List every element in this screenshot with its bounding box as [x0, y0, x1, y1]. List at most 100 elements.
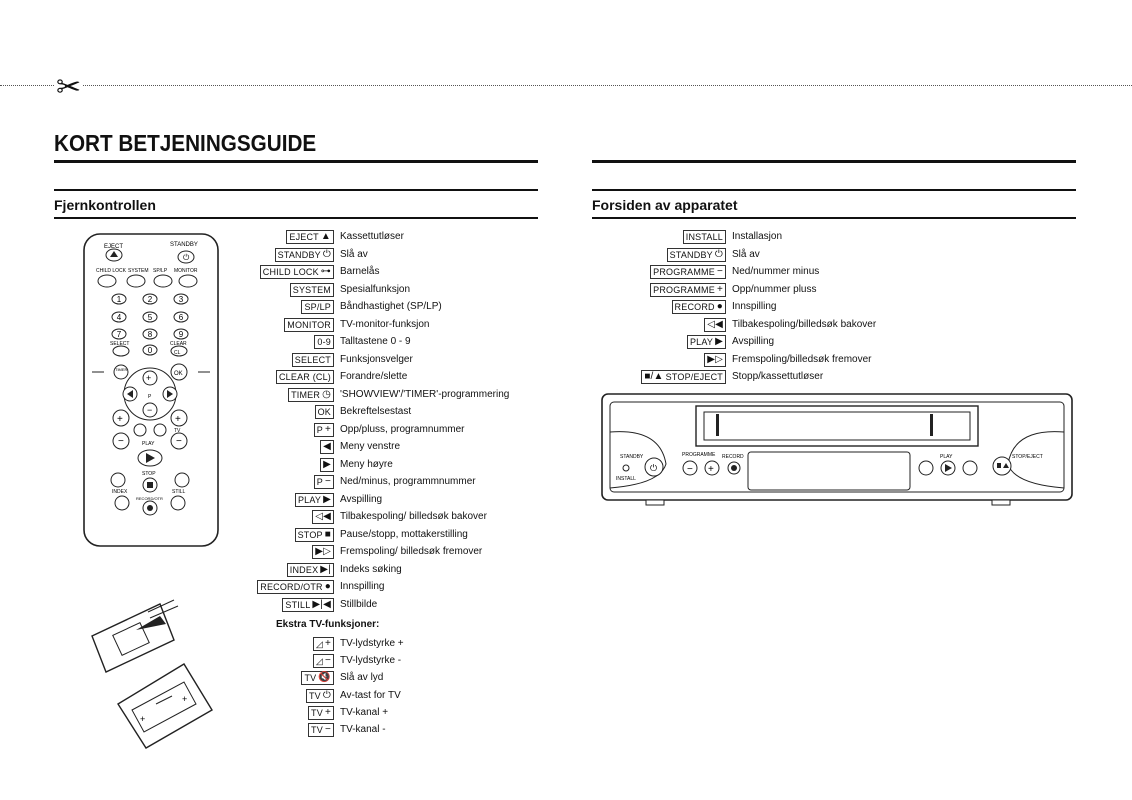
key-label: ▶	[320, 457, 334, 472]
key-label: CLEAR (CL)	[275, 370, 334, 384]
key-label: STILL▶|◀	[282, 597, 334, 612]
key-label: STANDBY⏻	[666, 247, 726, 262]
key-text: STANDBY	[669, 249, 713, 260]
svg-text:CL: CL	[174, 350, 181, 356]
section-title-front: Forsiden av apparatet	[592, 197, 738, 213]
key-text: TV	[311, 707, 323, 718]
svg-text:RECORD: RECORD	[722, 454, 744, 460]
key-symbol-icon: ▶	[715, 336, 723, 347]
section-rule-bottom-left	[54, 217, 538, 219]
svg-text:0: 0	[148, 346, 153, 355]
svg-text:5: 5	[148, 313, 153, 322]
key-label: ◁◀	[704, 317, 726, 332]
key-label: RECORD/OTR●	[257, 580, 334, 594]
svg-text:2: 2	[148, 295, 153, 304]
key-description: Båndhastighet (SP/LP)	[340, 301, 442, 312]
svg-text:+: +	[175, 414, 181, 425]
key-label: INDEX▶|	[286, 562, 334, 577]
svg-text:INDEX: INDEX	[112, 489, 128, 495]
key-symbol-icon: ▶	[323, 458, 331, 470]
key-text: TIMER	[291, 389, 321, 400]
svg-text:STOP/EJECT: STOP/EJECT	[1012, 454, 1043, 460]
svg-text:−: −	[176, 436, 182, 447]
key-description: Ned/nummer minus	[732, 266, 820, 277]
key-symbol-icon: +	[324, 423, 331, 435]
key-symbol-icon: ●	[716, 301, 723, 312]
key-text: SELECT	[294, 354, 331, 365]
key-description: Avspilling	[732, 336, 775, 347]
key-description: Slå av	[732, 248, 760, 260]
key-description: Barnelås	[340, 266, 380, 277]
key-label: ◿+	[312, 637, 334, 651]
key-description: Innspilling	[732, 301, 777, 312]
key-description: Avspilling	[340, 493, 383, 505]
svg-text:−: −	[147, 405, 152, 415]
svg-text:+: +	[182, 694, 187, 704]
svg-text:6: 6	[179, 313, 184, 322]
svg-text:CLEAR: CLEAR	[170, 341, 187, 347]
key-description: Stillbilde	[340, 598, 378, 610]
svg-text:+: +	[117, 414, 123, 425]
section-rule-top-right	[592, 189, 1076, 191]
key-symbol-icon: ◀	[323, 441, 331, 452]
key-label: ▶▷	[312, 545, 334, 559]
key-label: ◿−	[312, 654, 334, 669]
svg-text:1: 1	[117, 295, 122, 304]
key-label: SYSTEM	[289, 282, 334, 297]
key-text: STILL	[285, 599, 311, 610]
key-text: PROGRAMME	[653, 267, 715, 277]
key-symbol-icon: ▶▷	[707, 353, 723, 365]
key-description: Bekreftelsestast	[340, 406, 412, 417]
key-text: RECORD	[674, 302, 715, 312]
svg-text:3: 3	[179, 295, 184, 304]
svg-text:−: −	[687, 464, 693, 475]
key-symbol-icon: ◷	[322, 388, 331, 400]
svg-text:⏻: ⏻	[650, 463, 657, 473]
svg-text:TV: TV	[174, 428, 181, 434]
svg-text:+: +	[146, 373, 151, 383]
key-description: Talltastene 0 - 9	[340, 336, 411, 347]
key-symbol-icon: ◁◀	[315, 511, 331, 522]
key-label: STOP■	[294, 527, 334, 542]
key-label: TV−	[308, 723, 334, 737]
key-label: EJECT▲	[286, 230, 334, 244]
key-symbol-icon: +	[716, 283, 723, 295]
key-description: Fremspoling/ billedsøk fremover	[340, 546, 483, 557]
scissors-icon: ✂	[54, 70, 84, 105]
vcr-front-illustration: STANDBY INSTALL ⏻ PROGRAMME RECORD − + P…	[601, 393, 1073, 506]
key-symbol-icon: ■	[324, 528, 331, 540]
key-label: PROGRAMME−	[650, 265, 726, 279]
remote-label-eject: EJECT	[104, 244, 123, 250]
key-symbol-icon: ▶	[323, 493, 331, 505]
key-text: STANDBY	[277, 249, 321, 260]
key-symbol-icon: ⊶	[320, 266, 331, 277]
key-symbol-icon: +	[324, 638, 331, 649]
key-symbol-icon: ▶|◀	[312, 598, 331, 610]
key-description: Tilbakespoling/billedsøk bakover	[732, 318, 877, 330]
key-text: PLAY	[689, 337, 714, 347]
svg-text:8: 8	[148, 330, 153, 339]
svg-text:RECORD/OTR: RECORD/OTR	[136, 496, 163, 501]
svg-text:SP/LP: SP/LP	[153, 268, 168, 274]
key-label: TV⏻	[305, 688, 334, 703]
svg-text:SYSTEM: SYSTEM	[128, 268, 149, 274]
key-symbol-icon: ⏻	[714, 248, 723, 260]
key-label: MONITOR	[284, 317, 334, 332]
key-description: TV-kanal -	[340, 724, 386, 735]
key-text: STOP/EJECT	[665, 372, 723, 382]
key-text: MONITOR	[287, 319, 331, 330]
svg-text:STOP: STOP	[142, 471, 156, 477]
title-rule-right	[592, 160, 1076, 163]
svg-text:⏻: ⏻	[183, 253, 190, 262]
key-symbol-icon: ●	[324, 581, 331, 592]
key-description: Meny venstre	[340, 441, 401, 452]
key-label: ▶▷	[704, 352, 726, 367]
key-symbol-icon: −	[716, 266, 723, 277]
svg-text:STANDBY: STANDBY	[620, 454, 644, 460]
svg-text:PLAY: PLAY	[142, 441, 155, 447]
svg-text:STILL: STILL	[172, 489, 186, 495]
key-description: Funksjonsvelger	[340, 353, 413, 365]
key-symbol-icon: −	[324, 476, 331, 487]
key-text: TV	[311, 725, 323, 735]
key-description: Opp/pluss, programnummer	[340, 423, 465, 435]
